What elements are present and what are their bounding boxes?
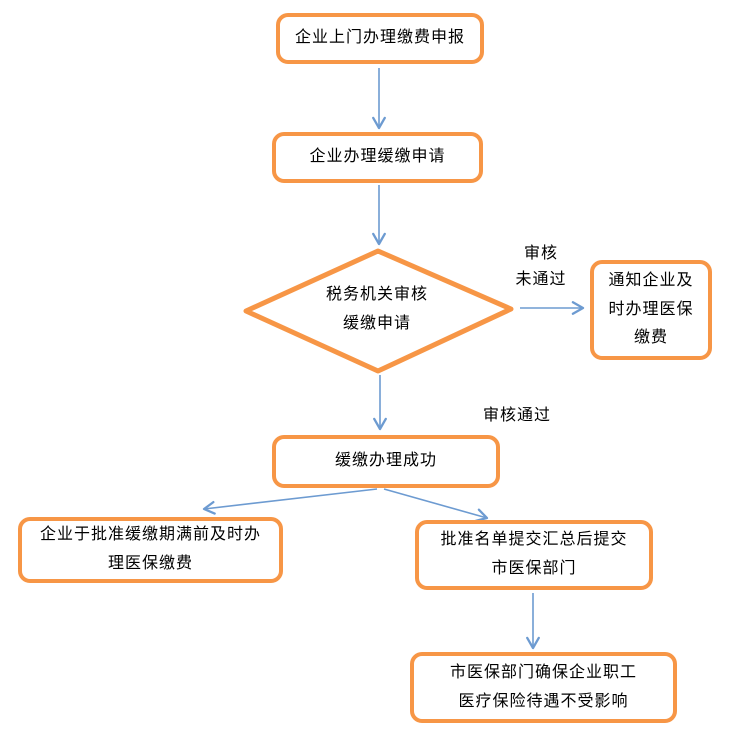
decision-diamond-shape [243, 248, 514, 374]
arrow-success-to-submit-list [383, 488, 489, 522]
flow-node-pay-before-expiry: 企业于批准缓缴期满前及时办 理医保缴费 [18, 517, 283, 583]
flow-node-ensure-benefits: 市医保部门确保企业职工 医疗保险待遇不受影响 [410, 652, 677, 723]
arrow-success-to-pay-before-expiry [202, 488, 378, 515]
flow-node-apply: 企业办理缓缴申请 [272, 132, 483, 183]
flow-node-decision-label: 税务机关审核 缓缴申请 [325, 286, 428, 332]
edge-label-review-rejected: 审核 未通过 [515, 245, 567, 289]
edge-label-review-approved: 审核通过 [482, 407, 551, 424]
flow-node-notify: 通知企业及 时办理医保 缴费 [590, 260, 712, 360]
flow-node-success: 缓缴办理成功 [272, 435, 500, 488]
flow-node-start: 企业上门办理缴费申报 [276, 13, 484, 64]
flow-node-submit-list: 批准名单提交汇总后提交 市医保部门 [415, 520, 653, 590]
